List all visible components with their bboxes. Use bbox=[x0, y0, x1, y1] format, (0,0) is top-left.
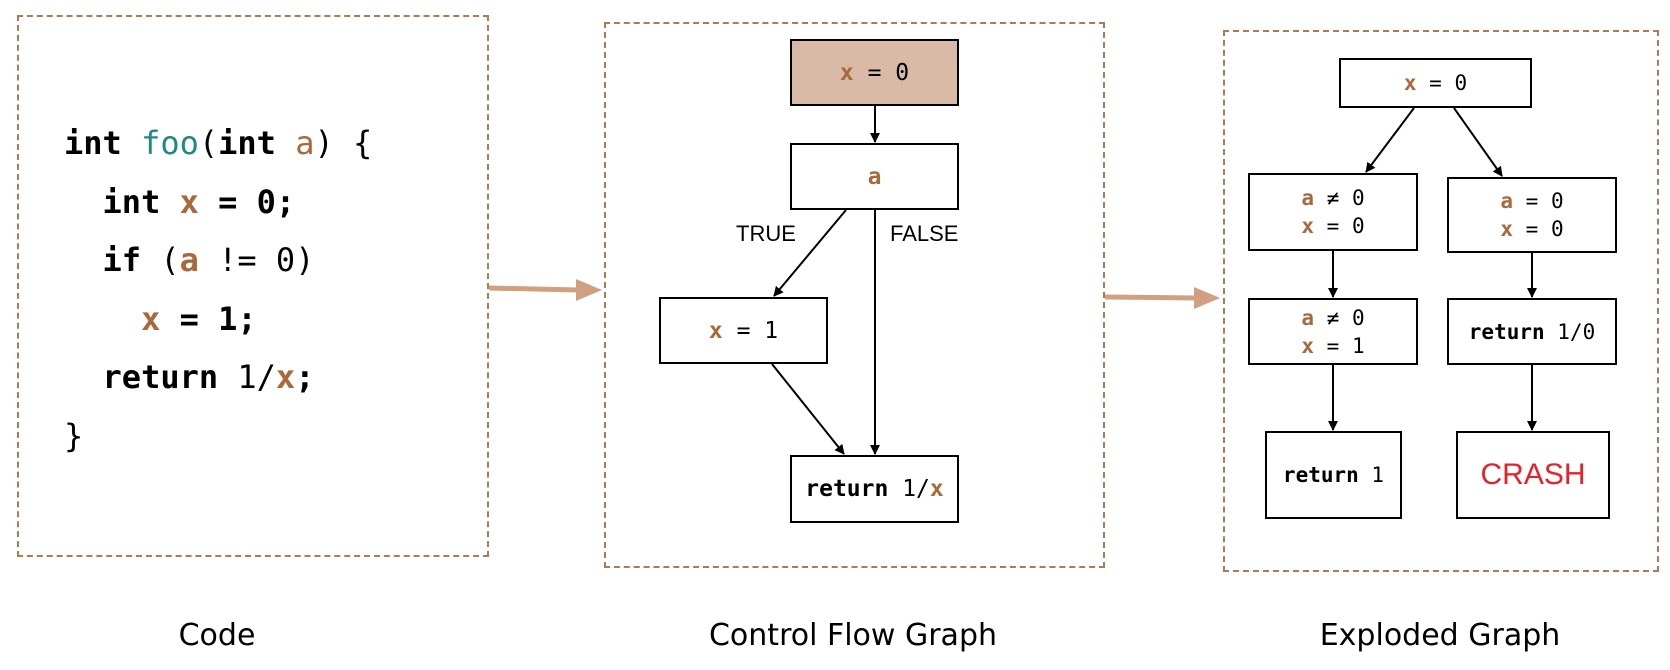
caption-code: Code bbox=[178, 618, 256, 653]
eg-node-root-text: x = 0 bbox=[1403, 71, 1468, 95]
cfg-edge-true bbox=[773, 209, 847, 297]
code-rest: ; bbox=[295, 358, 315, 396]
caption-exploded-graph: Exploded Graph bbox=[1319, 618, 1561, 653]
var-x: x bbox=[179, 182, 199, 221]
eg-node-crash: CRASH bbox=[1456, 431, 1610, 519]
cfg-label-false: FALSE bbox=[890, 221, 959, 246]
cfg-node-assign: x = 1 bbox=[659, 297, 828, 364]
keyword-int: int bbox=[218, 124, 276, 162]
eg-node-left-1-line-a: a ≠ 0 bbox=[1301, 186, 1365, 210]
caption-control-flow-graph: Control Flow Graph bbox=[708, 618, 998, 653]
code-line-3: if (a != 0) bbox=[103, 241, 315, 279]
cfg-node-start-text: x = 0 bbox=[839, 59, 910, 86]
eg-node-left-3-text: return 1 bbox=[1282, 463, 1385, 487]
keyword-if: if bbox=[102, 241, 142, 279]
eg-node-root: x = 0 bbox=[1339, 58, 1532, 108]
eg-node-left-1-line-x: x = 0 bbox=[1301, 214, 1365, 238]
code-punct: 1/ bbox=[218, 358, 276, 396]
eg-node-right-1: a = 0 x = 0 bbox=[1447, 177, 1617, 253]
keyword-return: return bbox=[102, 358, 219, 396]
code-punct: ( bbox=[198, 124, 219, 162]
keyword-int: int bbox=[64, 124, 122, 162]
code-punct: ( bbox=[141, 241, 180, 279]
cfg-edge-assign-to-return bbox=[771, 363, 845, 455]
function-name: foo bbox=[141, 124, 199, 162]
code-line-5: return 1/x; bbox=[103, 358, 315, 396]
param-a: a bbox=[295, 124, 315, 162]
code-line-6: } bbox=[64, 416, 84, 455]
eg-node-left-2-line-x: x = 1 bbox=[1301, 333, 1365, 358]
eg-edge-root-to-right bbox=[1453, 107, 1503, 177]
code-rest: != 0) bbox=[198, 241, 315, 279]
code-rest: = 1; bbox=[160, 299, 257, 338]
code-line-4: x = 1; bbox=[141, 300, 257, 338]
cfg-node-start: x = 0 bbox=[790, 39, 959, 106]
cfg-node-return-text: return 1/x bbox=[805, 476, 944, 502]
cfg-node-condition: a bbox=[790, 143, 959, 210]
code-punct: ) { bbox=[314, 124, 373, 162]
var-x: x bbox=[141, 299, 161, 338]
flow-arrow-cfg-to-exploded bbox=[1104, 287, 1220, 309]
eg-node-right-1-line-a: a = 0 bbox=[1500, 189, 1564, 213]
flow-arrow-code-to-cfg bbox=[488, 279, 602, 301]
cfg-node-assign-text: x = 1 bbox=[708, 317, 779, 344]
code-line-2: int x = 0; bbox=[103, 183, 296, 221]
cfg-node-condition-text: a bbox=[867, 163, 882, 190]
eg-edge-root-to-left bbox=[1365, 107, 1415, 173]
cfg-label-true: TRUE bbox=[736, 221, 796, 246]
code-panel bbox=[17, 15, 489, 557]
eg-node-left-2: a ≠ 0 x = 1 bbox=[1248, 298, 1418, 365]
eg-node-left-2-line-a: a ≠ 0 bbox=[1301, 305, 1365, 330]
control-flow-graph-panel bbox=[604, 22, 1105, 568]
eg-node-left-1: a ≠ 0 x = 0 bbox=[1248, 173, 1418, 251]
exploded-graph-panel bbox=[1223, 30, 1659, 572]
var-a: a bbox=[179, 241, 199, 279]
var-x: x bbox=[275, 358, 296, 396]
code-listing: int foo(int a) { int x = 0; if (a != 0) … bbox=[64, 114, 372, 465]
crash-label: CRASH bbox=[1480, 458, 1586, 491]
eg-node-right-1-line-x: x = 0 bbox=[1500, 217, 1564, 241]
eg-node-right-2-text: return 1/0 bbox=[1468, 319, 1596, 344]
eg-node-right-2: return 1/0 bbox=[1447, 298, 1617, 365]
cfg-node-return: return 1/x bbox=[790, 455, 959, 523]
eg-node-left-3: return 1 bbox=[1265, 431, 1402, 519]
code-rest: = 0; bbox=[198, 182, 296, 221]
keyword-int: int bbox=[102, 182, 161, 221]
code-line-1: int foo(int a) { bbox=[64, 124, 372, 162]
